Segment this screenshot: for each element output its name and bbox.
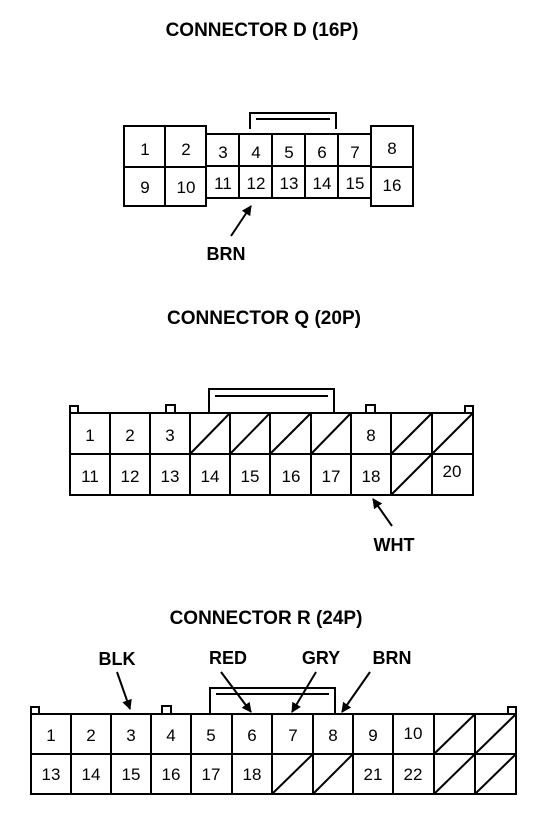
pin-d-13: 13 <box>280 174 299 193</box>
pin-r-10: 10 <box>404 724 423 743</box>
wire-arrow-r-brn <box>341 671 371 713</box>
wire-arrow-r-red <box>220 671 252 713</box>
pin-q-20: 20 <box>443 462 462 481</box>
wire-arrow-q-wht <box>372 498 393 527</box>
pin-d-12: 12 <box>247 174 266 193</box>
pin-r-4: 4 <box>166 726 175 745</box>
connector-q-housing <box>69 388 474 496</box>
pin-q-18: 18 <box>362 467 381 486</box>
connector-r-housing <box>30 687 517 795</box>
pin-q-16: 16 <box>282 467 301 486</box>
pin-q-13: 13 <box>161 467 180 486</box>
connector-q: CONNECTOR Q (20P) <box>69 308 474 555</box>
pin-d-8: 8 <box>387 139 396 158</box>
connector-d-title: CONNECTOR D (16P) <box>166 20 359 41</box>
pin-r-22: 22 <box>404 765 423 784</box>
pin-q-2: 2 <box>125 426 134 445</box>
connector-d-housing <box>123 112 414 207</box>
pin-r-16: 16 <box>162 765 181 784</box>
pin-d-16: 16 <box>383 176 402 195</box>
pin-q-12: 12 <box>121 467 140 486</box>
wire-arrow-d-brn <box>230 205 252 237</box>
wire-label-r-red: RED <box>209 648 247 668</box>
wire-label-r-brn: BRN <box>373 648 412 668</box>
pin-d-1: 1 <box>140 140 149 159</box>
pin-r-7: 7 <box>288 726 297 745</box>
wire-label-r-blk: BLK <box>99 649 136 669</box>
pin-d-15: 15 <box>346 174 365 193</box>
pin-r-3: 3 <box>126 726 135 745</box>
pin-q-11: 11 <box>81 467 99 486</box>
pin-q-3: 3 <box>165 426 174 445</box>
pin-d-7: 7 <box>350 143 359 162</box>
connector-d: CONNECTOR D (16P) 1 2 3 4 5 <box>123 20 414 264</box>
pin-r-15: 15 <box>122 765 141 784</box>
pin-d-5: 5 <box>284 143 293 162</box>
pin-q-8: 8 <box>366 426 375 445</box>
pin-r-8: 8 <box>328 726 337 745</box>
wire-arrow-r-gry <box>291 671 317 713</box>
pin-d-6: 6 <box>317 143 326 162</box>
pin-r-21: 21 <box>364 765 383 784</box>
pin-d-9: 9 <box>140 178 149 197</box>
wire-label-r-gry: GRY <box>302 648 340 668</box>
pin-r-14: 14 <box>82 765 101 784</box>
pin-q-1: 1 <box>85 426 94 445</box>
connector-r-title: CONNECTOR R (24P) <box>170 608 363 629</box>
wire-label-q-wht: WHT <box>374 535 415 555</box>
pin-d-11: 11 <box>214 174 232 193</box>
pin-d-14: 14 <box>313 174 332 193</box>
wire-arrow-r-blk <box>116 671 132 710</box>
pin-r-6: 6 <box>247 726 256 745</box>
pin-r-18: 18 <box>243 765 262 784</box>
wire-label-d-brn: BRN <box>207 244 246 264</box>
pin-d-2: 2 <box>181 140 190 159</box>
pin-d-10: 10 <box>177 178 196 197</box>
pin-r-9: 9 <box>368 726 377 745</box>
pin-r-1: 1 <box>46 726 55 745</box>
connector-q-title: CONNECTOR Q (20P) <box>167 308 361 329</box>
pin-d-4: 4 <box>251 143 260 162</box>
pin-r-2: 2 <box>86 726 95 745</box>
pin-r-5: 5 <box>206 726 215 745</box>
pin-q-17: 17 <box>322 467 341 486</box>
pin-d-3: 3 <box>218 143 227 162</box>
pin-r-13: 13 <box>42 765 61 784</box>
pin-r-17: 17 <box>202 765 221 784</box>
pin-q-14: 14 <box>201 467 220 486</box>
connector-r: CONNECTOR R (24P) BLK RED GRY BRN <box>30 608 517 795</box>
pin-q-15: 15 <box>241 467 260 486</box>
